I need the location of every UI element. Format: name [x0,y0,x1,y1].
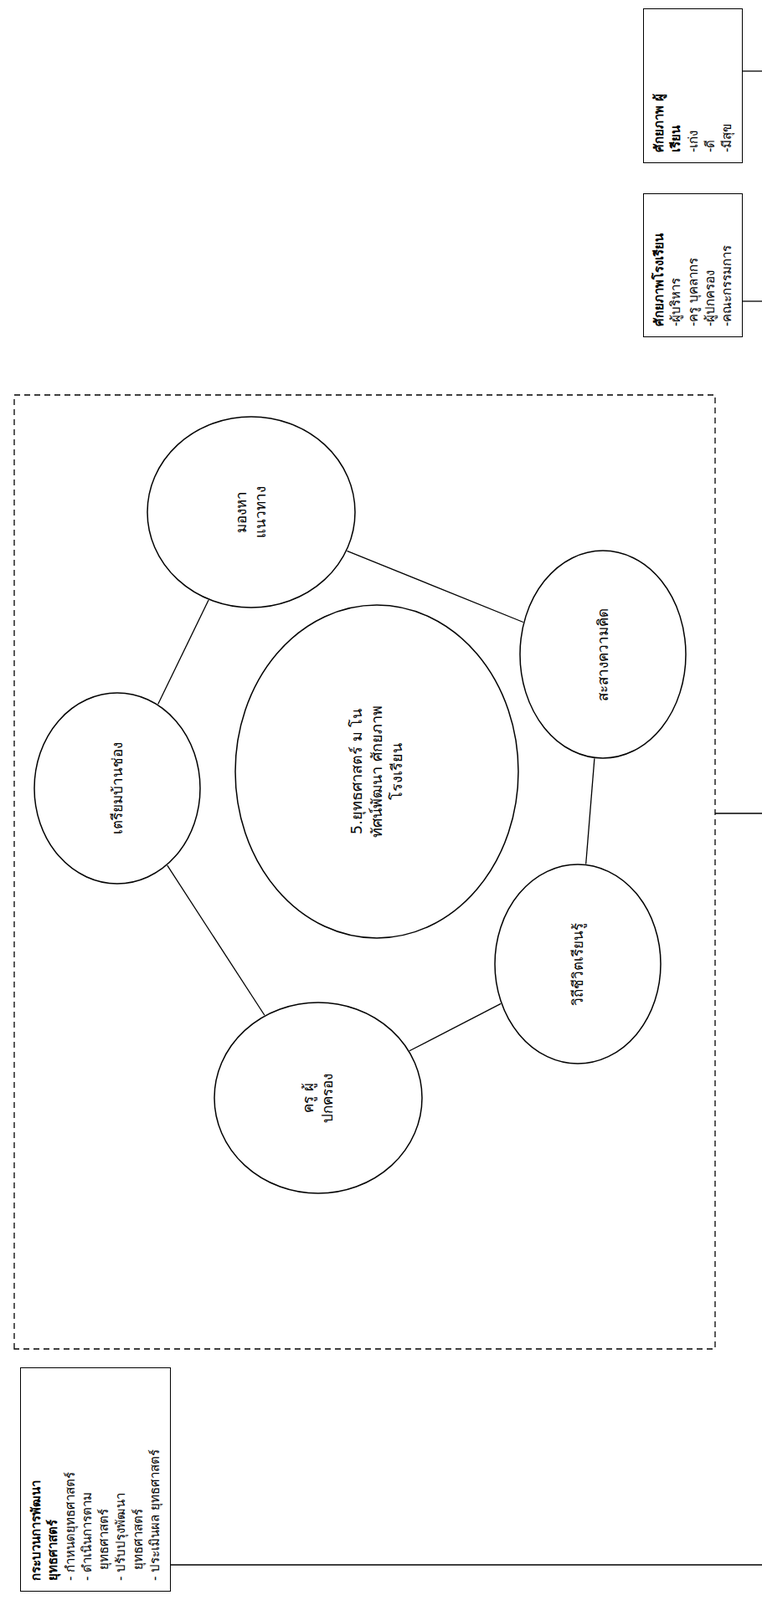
ellipse-shape [235,605,519,939]
text-box: ศักยภาพโรงเรียน-ผู้บริหาร-ครู บุคลากร-ผู… [643,193,743,338]
ellipse-shape [520,550,686,759]
ellipse-label: ครู ผู้ปกครอง [298,1063,338,1135]
text-box: กระบวนการพัฒนา ยุทธศาสตร์- กำหนดยุทธศาสต… [20,1368,171,1593]
connector [586,758,595,865]
box-item: - ประเมินผล ยุทธศาสตร์ [146,1432,164,1583]
ellipse-node: เตรียมบ้านช่อง [33,692,201,886]
box-item: - กำหนดยุทธศาสตร์ [61,1432,79,1583]
box-item: -เก่ง [684,19,702,153]
ellipse-shape [147,417,356,608]
box-item: - ดำเนินการตาม ยุทธศาสตร์ [78,1432,114,1583]
ellipse-label: มองหา แนวทาง [231,477,271,549]
ellipse-node: มองหา แนวทาง [146,416,356,609]
ellipse-node: 5.ยุทธศาสตร์ ม โนทัศน์พัฒนา ศักยภาพโรงเร… [234,604,520,940]
ellipse-shape [34,693,201,885]
ellipse-shape [494,864,661,1065]
box-item: -มีสุข [718,19,736,153]
ellipse-label: เตรียมบ้านช่อง [108,742,128,835]
connector [167,865,265,1016]
box-heading: ศักยภาพโรงเรียน [650,204,668,327]
box-heading: กระบวนการพัฒนา ยุทธศาสตร์ [27,1443,62,1582]
ellipse-label: วิถีชีวิตเรียนรู้ [568,923,588,1007]
ellipse-node: วิถีชีวิตเรียนรู้ [494,864,662,1066]
box-item: -ผู้ปกครอง [701,204,719,327]
ellipse-shape [214,1003,423,1195]
dashed-frame [14,395,716,1350]
box-item: -ดี [701,19,719,153]
ellipse-node: ครู ผู้ปกครอง [213,1002,423,1195]
ellipse-label: สะสางความคิด [593,608,613,702]
lead-line [170,1565,762,1566]
box-heading: ศักยภาพ ผู้เรียน [650,89,685,153]
ellipse-outline [146,416,356,609]
lead-line [742,300,762,302]
text-box: ศักยภาพ ผู้เรียน-เก่ง-ดี-มีสุข [643,8,743,164]
box-item: -ครู บุคลากร [684,204,702,327]
box-item: -คณะกรรมการ [718,204,736,327]
connector [158,600,209,706]
frame-lead-line [715,813,762,814]
box-item: - ปรับปรุงพัฒนา ยุทธศาสตร์ [112,1432,147,1583]
ellipse-outline [213,1002,423,1195]
connector [409,1003,501,1051]
ellipse-node: สะสางความคิด [519,550,687,760]
lead-line [742,70,762,72]
ellipse-label: 5.ยุทธศาสตร์ ม โนทัศน์พัฒนา ศักยภาพโรงเร… [346,704,408,840]
box-item: -ผู้บริหาร [667,204,685,327]
